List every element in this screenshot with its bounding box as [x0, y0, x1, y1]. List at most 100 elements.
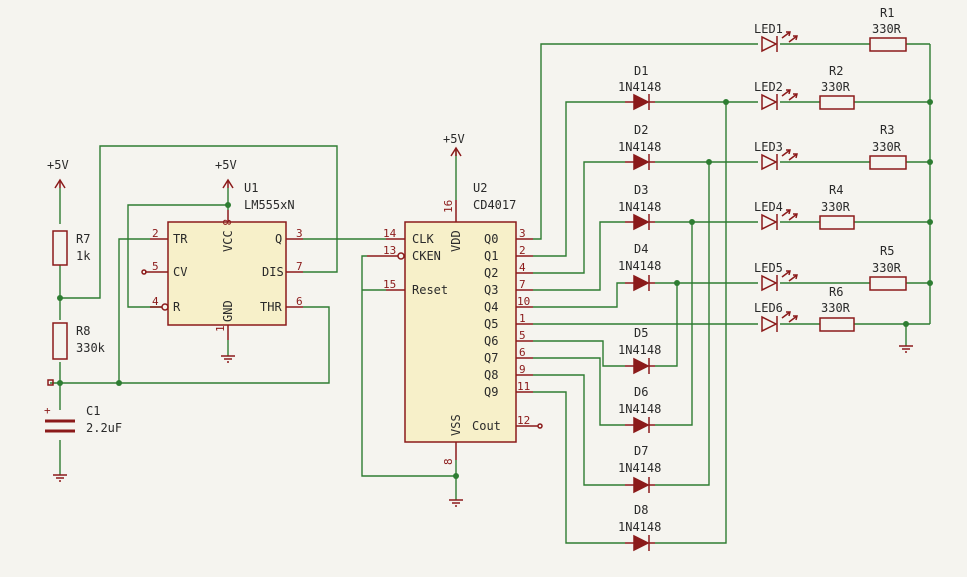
capacitor-c1: + C1 2.2uF — [44, 404, 122, 435]
led-2: LED2 — [754, 80, 798, 111]
svg-text:6: 6 — [519, 346, 526, 359]
svg-text:R: R — [173, 300, 181, 314]
svg-text:TR: TR — [173, 232, 188, 246]
svg-text:9: 9 — [519, 363, 526, 376]
svg-text:C1: C1 — [86, 404, 100, 418]
svg-text:Q: Q — [275, 232, 282, 246]
junctions — [57, 99, 933, 479]
net-flag-marker — [47, 379, 54, 386]
svg-text:1N4148: 1N4148 — [618, 259, 661, 273]
svg-text:1N4148: 1N4148 — [618, 140, 661, 154]
led-1: LED1 — [754, 22, 798, 53]
svg-text:7: 7 — [519, 278, 526, 291]
svg-text:1N4148: 1N4148 — [618, 520, 661, 534]
diode-d2: D2 1N4148 — [618, 123, 661, 171]
resistor-r5: R5 330R — [869, 244, 907, 291]
svg-text:+5V: +5V — [47, 158, 69, 172]
diode-d8: D8 1N4148 — [618, 503, 661, 552]
svg-text:8: 8 — [220, 219, 233, 226]
svg-text:+: + — [44, 404, 51, 417]
svg-text:1: 1 — [519, 312, 526, 325]
svg-text:+5V: +5V — [215, 158, 237, 172]
svg-text:1k: 1k — [76, 249, 91, 263]
diode-d5: D5 1N4148 — [618, 326, 661, 375]
svg-text:GND: GND — [221, 300, 235, 322]
svg-text:VSS: VSS — [449, 414, 463, 436]
svg-text:R6: R6 — [829, 285, 843, 299]
svg-text:15: 15 — [383, 278, 396, 291]
vcc-symbol-r7: +5V — [47, 158, 69, 189]
svg-text:8: 8 — [442, 458, 455, 465]
led-5: LED5 — [754, 261, 798, 292]
led-6: LED6 — [754, 301, 798, 333]
svg-text:CLK: CLK — [412, 232, 434, 246]
svg-text:D3: D3 — [634, 183, 648, 197]
svg-text:Q0: Q0 — [484, 232, 498, 246]
wires — [50, 43, 931, 544]
svg-text:R7: R7 — [76, 232, 90, 246]
ground-symbols — [53, 345, 913, 507]
svg-text:5: 5 — [152, 260, 159, 273]
vcc-symbol-u1: +5V — [215, 158, 237, 189]
svg-text:2: 2 — [519, 244, 526, 257]
svg-text:D7: D7 — [634, 444, 648, 458]
resistor-r4: R4 330R — [819, 183, 855, 230]
svg-text:R8: R8 — [76, 324, 90, 338]
svg-text:330k: 330k — [76, 341, 106, 355]
svg-text:Q8: Q8 — [484, 368, 498, 382]
svg-text:U2: U2 — [473, 181, 487, 195]
svg-text:R1: R1 — [880, 6, 894, 20]
svg-text:CKEN: CKEN — [412, 249, 441, 263]
svg-text:VCC: VCC — [221, 230, 235, 252]
svg-text:LED6: LED6 — [754, 301, 783, 315]
svg-text:Q5: Q5 — [484, 317, 498, 331]
svg-text:LED1: LED1 — [754, 22, 783, 36]
svg-text:330R: 330R — [821, 301, 851, 315]
svg-text:CV: CV — [173, 265, 187, 279]
svg-text:7: 7 — [296, 260, 303, 273]
svg-text:DIS: DIS — [262, 265, 284, 279]
svg-text:1N4148: 1N4148 — [618, 343, 661, 357]
svg-text:R4: R4 — [829, 183, 843, 197]
svg-text:12: 12 — [517, 414, 530, 427]
ic-u1-lm555: 2 5 4 3 7 6 8 1 TR CV R Q DIS THR VCC GN… — [141, 181, 303, 340]
diode-d6: D6 1N4148 — [618, 385, 661, 434]
svg-text:5: 5 — [519, 329, 526, 342]
svg-text:D8: D8 — [634, 503, 648, 517]
svg-text:330R: 330R — [872, 261, 902, 275]
svg-text:1N4148: 1N4148 — [618, 80, 661, 94]
svg-text:14: 14 — [383, 227, 397, 240]
svg-text:3: 3 — [296, 227, 303, 240]
svg-text:Cout: Cout — [472, 419, 501, 433]
svg-text:Q1: Q1 — [484, 249, 498, 263]
svg-text:2.2uF: 2.2uF — [86, 421, 122, 435]
svg-text:330R: 330R — [821, 200, 851, 214]
svg-text:4: 4 — [152, 295, 159, 308]
svg-text:D6: D6 — [634, 385, 648, 399]
svg-text:3: 3 — [519, 227, 526, 240]
led-4: LED4 — [754, 200, 798, 231]
svg-text:Q2: Q2 — [484, 266, 498, 280]
svg-text:13: 13 — [383, 244, 396, 257]
svg-text:D5: D5 — [634, 326, 648, 340]
svg-text:LED2: LED2 — [754, 80, 783, 94]
svg-text:330R: 330R — [872, 140, 902, 154]
svg-text:Q6: Q6 — [484, 334, 498, 348]
svg-text:R3: R3 — [880, 123, 894, 137]
svg-text:Reset: Reset — [412, 283, 448, 297]
svg-text:4: 4 — [519, 261, 526, 274]
svg-text:D2: D2 — [634, 123, 648, 137]
svg-text:10: 10 — [517, 295, 530, 308]
svg-text:1: 1 — [214, 325, 227, 332]
svg-text:1N4148: 1N4148 — [618, 402, 661, 416]
svg-text:330R: 330R — [821, 80, 851, 94]
svg-text:R5: R5 — [880, 244, 894, 258]
svg-text:CD4017: CD4017 — [473, 198, 516, 212]
svg-text:Q7: Q7 — [484, 351, 498, 365]
